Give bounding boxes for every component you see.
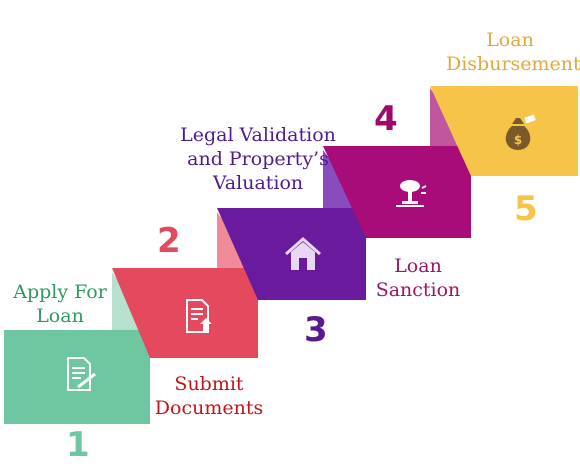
- step-4-label-line-2: Sanction: [375, 279, 461, 301]
- money-bag-icon: $: [500, 114, 536, 158]
- house-icon: [284, 236, 322, 276]
- document-upload-icon: [184, 298, 214, 338]
- step-1-label: Apply For Loan: [5, 280, 115, 328]
- step-3-label: Legal Validation and Property’s Valuatio…: [180, 123, 336, 195]
- step-5-number: 5: [514, 189, 538, 229]
- step-5-label: Loan Disbursement: [446, 28, 580, 76]
- sanction-icon: [392, 176, 428, 214]
- step-3-number: 3: [304, 310, 328, 350]
- step-3-label-line-1: Legal Validation: [180, 124, 336, 146]
- step-4-label-line-1: Loan: [394, 255, 442, 277]
- step-2-number: 2: [157, 221, 181, 261]
- step-4-number: 4: [374, 99, 398, 139]
- step-2-label-line-1: Submit: [174, 373, 244, 395]
- step-2-block: [112, 268, 258, 358]
- step-3-label-line-3: Valuation: [212, 172, 304, 194]
- step-4-block: [323, 146, 471, 238]
- step-5-block: [430, 86, 578, 176]
- step-4-label: Loan Sanction: [366, 254, 470, 302]
- step-2-label: Submit Documents: [150, 372, 268, 420]
- document-pen-icon: [64, 356, 98, 396]
- svg-text:$: $: [514, 133, 522, 147]
- step-1-number: 1: [66, 425, 90, 465]
- step-5-label-line-1: Loan: [486, 29, 534, 51]
- step-2-label-line-2: Documents: [154, 397, 264, 419]
- step-1-label-line-1: Apply For: [13, 281, 107, 303]
- step-3-label-line-2: and Property’s: [187, 148, 329, 170]
- step-1-label-line-2: Loan: [36, 305, 84, 327]
- step-5-label-line-2: Disbursement: [446, 53, 580, 75]
